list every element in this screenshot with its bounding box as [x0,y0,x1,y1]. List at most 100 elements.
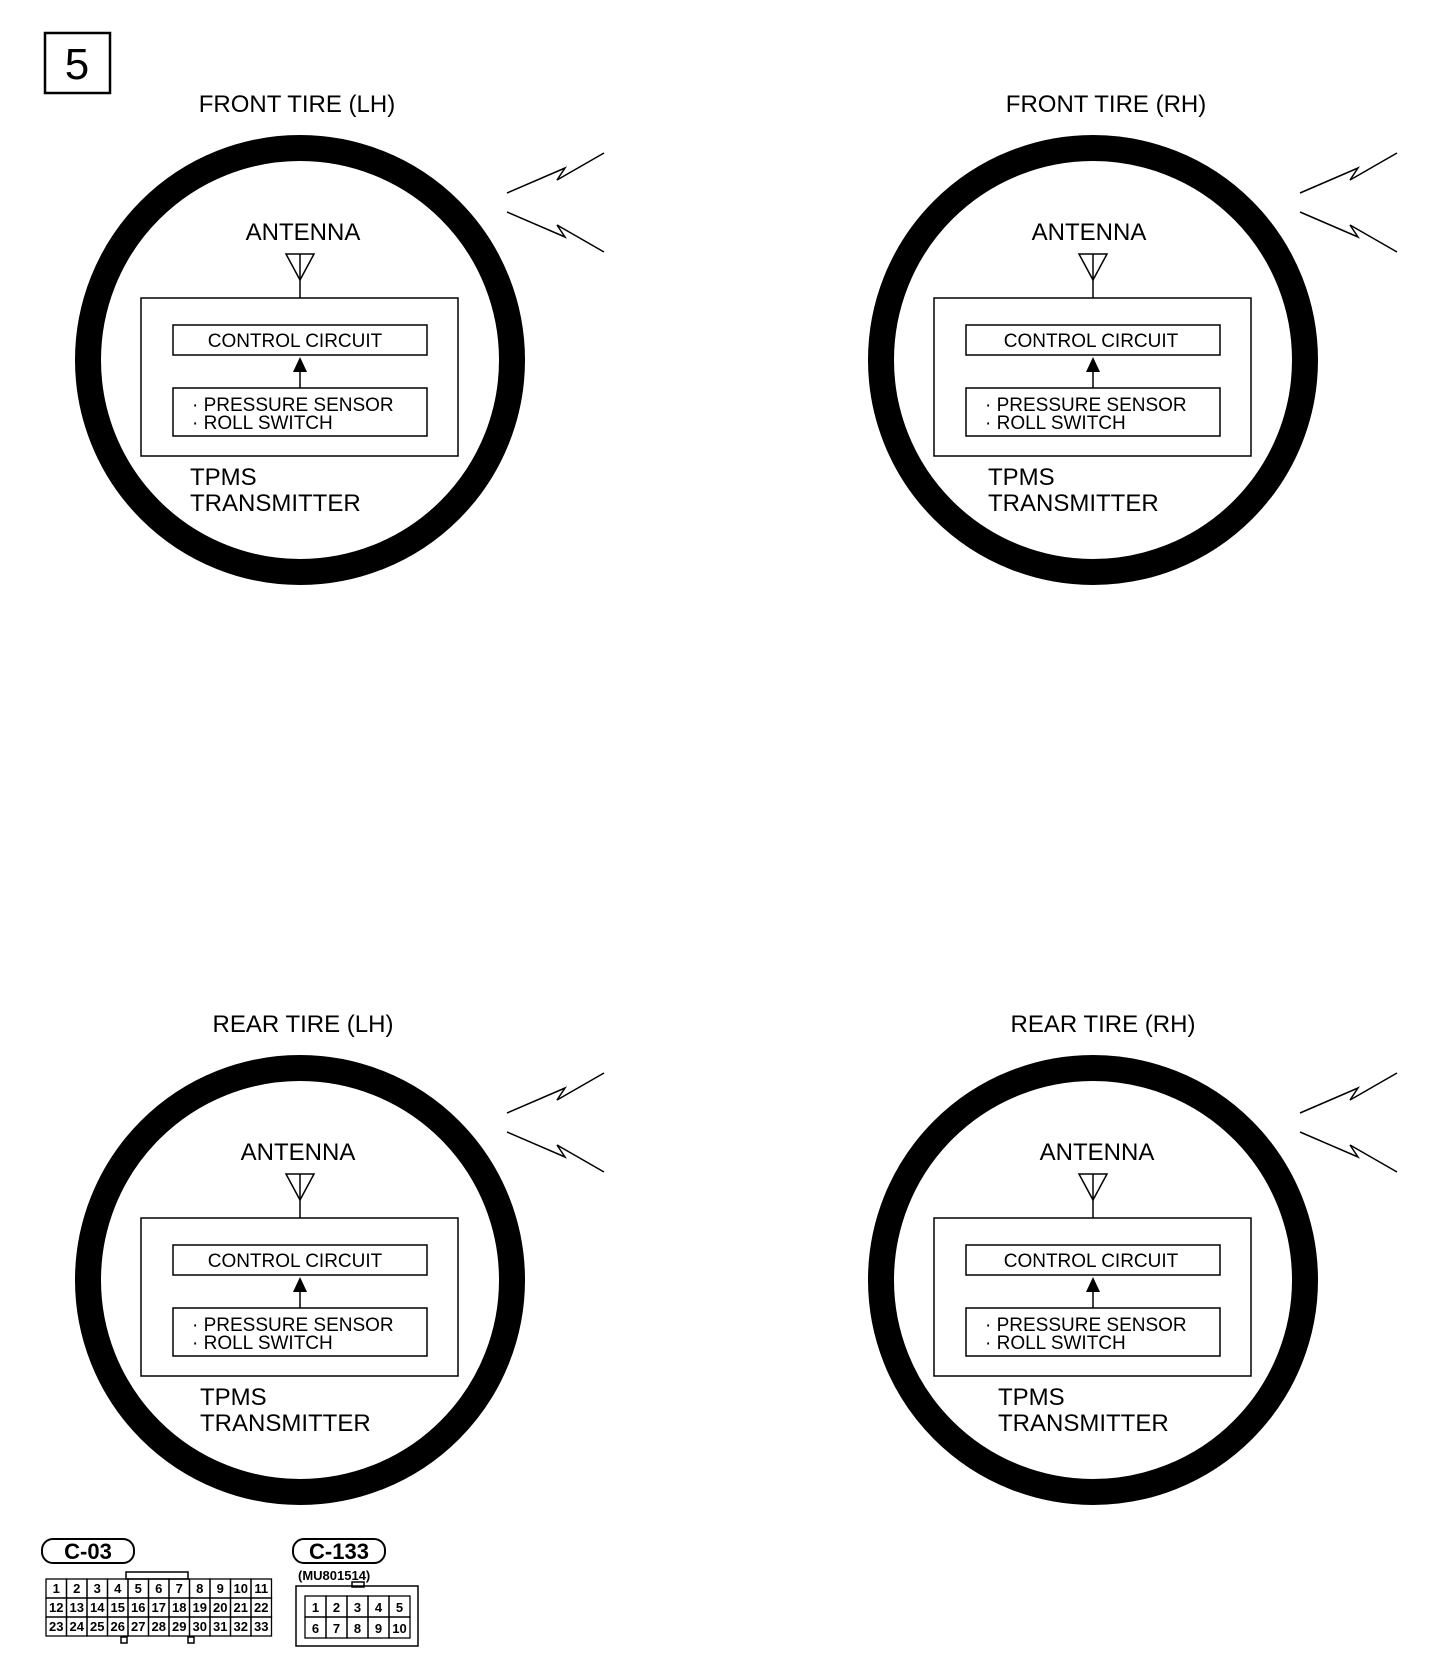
figure-number-box [43,31,112,95]
connector-pin-number: 14 [90,1600,105,1615]
connector-pin-number: 13 [70,1600,84,1615]
connector-pin-number: 9 [217,1581,224,1596]
connector-pin-cell [250,1616,273,1637]
transmitter-box [140,1217,459,1377]
roll-switch-label: · ROLL SWITCH [192,1333,333,1354]
roll-switch-label: · ROLL SWITCH [192,413,333,434]
antenna-label: ANTENNA [246,219,361,246]
connector-pin-number: 15 [111,1600,125,1615]
connector-pin-number: 16 [131,1600,145,1615]
pressure-sensor-label: · PRESSURE SENSOR [192,395,394,416]
sensor-box [965,387,1221,437]
transmitter-box [140,297,459,457]
connector-pin-number: 2 [333,1600,340,1615]
antenna-label: ANTENNA [1032,219,1147,246]
transmitter-label: TRANSMITTER [200,1410,371,1437]
connector-id: C-133 [309,1539,369,1564]
connector-key [187,1636,195,1644]
connector-pin-number: 7 [176,1581,183,1596]
connector-pin-number: 21 [234,1600,248,1615]
connector-pin-number: 28 [152,1619,166,1634]
tire-title: FRONT TIRE (LH) [199,91,395,118]
radio-wave-icon [1299,152,1398,253]
pressure-sensor-label: · PRESSURE SENSOR [192,1315,394,1336]
connector-pin-number: 29 [172,1619,186,1634]
transmitter-label: TRANSMITTER [998,1410,1169,1437]
radio-wave-icon [1299,1072,1398,1173]
control-circuit-box [172,324,428,356]
antenna-icon [1077,1173,1109,1218]
antenna-label: ANTENNA [1040,1139,1155,1166]
tpms-label: TPMS [200,1384,267,1411]
connector-pin-number: 5 [396,1600,403,1615]
connector-pin-number: 6 [312,1621,319,1636]
signal-arrow-icon [1086,1277,1100,1308]
tire-rear-rh: REAR TIRE (RH) ANTENNA CONTROL CIRCUIT ·… [868,1011,1398,1505]
pressure-sensor-label: · PRESSURE SENSOR [985,395,1187,416]
connector-pin-number: 33 [254,1619,268,1634]
transmitter-label: TRANSMITTER [190,490,361,517]
tpms-label: TPMS [190,464,257,491]
antenna-icon [1077,253,1109,298]
connector-pin-number: 26 [111,1619,125,1634]
sensor-box [172,1307,428,1357]
connector-pin-number: 9 [375,1621,382,1636]
connector-pin-number: 27 [131,1619,145,1634]
connector-pin-number: 2 [73,1581,80,1596]
connector-pin-number: 3 [354,1600,361,1615]
connector-pin-number: 8 [354,1621,361,1636]
connector-pin-number: 22 [254,1600,268,1615]
tire-front-rh: FRONT TIRE (RH) ANTENNA CONTROL CIRCUIT … [868,91,1398,585]
tpms-label: TPMS [998,1384,1065,1411]
tire-rear-lh: REAR TIRE (LH) ANTENNA CONTROL CIRCUIT ·… [75,1011,605,1505]
connector-pin-number: 30 [193,1619,207,1634]
connector-pin-number: 31 [213,1619,227,1634]
connector-pin-number: 8 [196,1581,203,1596]
connector-pin-number: 23 [49,1619,63,1634]
pressure-sensor-label: · PRESSURE SENSOR [985,1315,1187,1336]
connector-key [120,1636,128,1644]
radio-wave-icon [506,1072,605,1173]
signal-arrow-icon [1086,357,1100,388]
connector-pin-number: 1 [312,1600,319,1615]
tire-ring [868,1055,1318,1505]
transmitter-box [933,1217,1252,1377]
connector-pin-number: 1 [53,1581,60,1596]
connector-label-pill [292,1538,386,1564]
connector-pin-cell [388,1616,411,1639]
connector-pin-number: 11 [254,1581,268,1596]
tire-ring [75,1055,525,1505]
connector-pin-number: 6 [155,1581,162,1596]
roll-switch-label: · ROLL SWITCH [985,1333,1126,1354]
connector-id: C-03 [64,1539,112,1564]
antenna-icon [284,1173,316,1218]
roll-switch-label: · ROLL SWITCH [985,413,1126,434]
connector-pin-number: 19 [193,1600,207,1615]
connector-pin-number: 12 [49,1600,63,1615]
control-circuit-label: CONTROL CIRCUIT [1004,331,1179,352]
tire-front-lh: FRONT TIRE (LH) ANTENNA CONTROL CIRCUIT … [75,91,605,585]
figure-number: 5 [65,40,89,89]
connector-pin-number: 10 [392,1621,406,1636]
connector-pin-number: 25 [90,1619,104,1634]
control-circuit-box [172,1244,428,1276]
connector-latch [125,1571,189,1580]
tire-ring [75,135,525,585]
control-circuit-label: CONTROL CIRCUIT [208,331,383,352]
connector-pin-number: 18 [172,1600,186,1615]
tire-title: FRONT TIRE (RH) [1006,91,1206,118]
sensor-box [172,387,428,437]
signal-arrow-icon [293,357,307,388]
connector-pin-number: 20 [213,1600,227,1615]
connector-pin-number: 32 [234,1619,248,1634]
connector-pin-number: 4 [375,1600,383,1615]
control-circuit-label: CONTROL CIRCUIT [1004,1251,1179,1272]
connector-label-pill [41,1538,135,1564]
control-circuit-label: CONTROL CIRCUIT [208,1251,383,1272]
control-circuit-box [965,1244,1221,1276]
